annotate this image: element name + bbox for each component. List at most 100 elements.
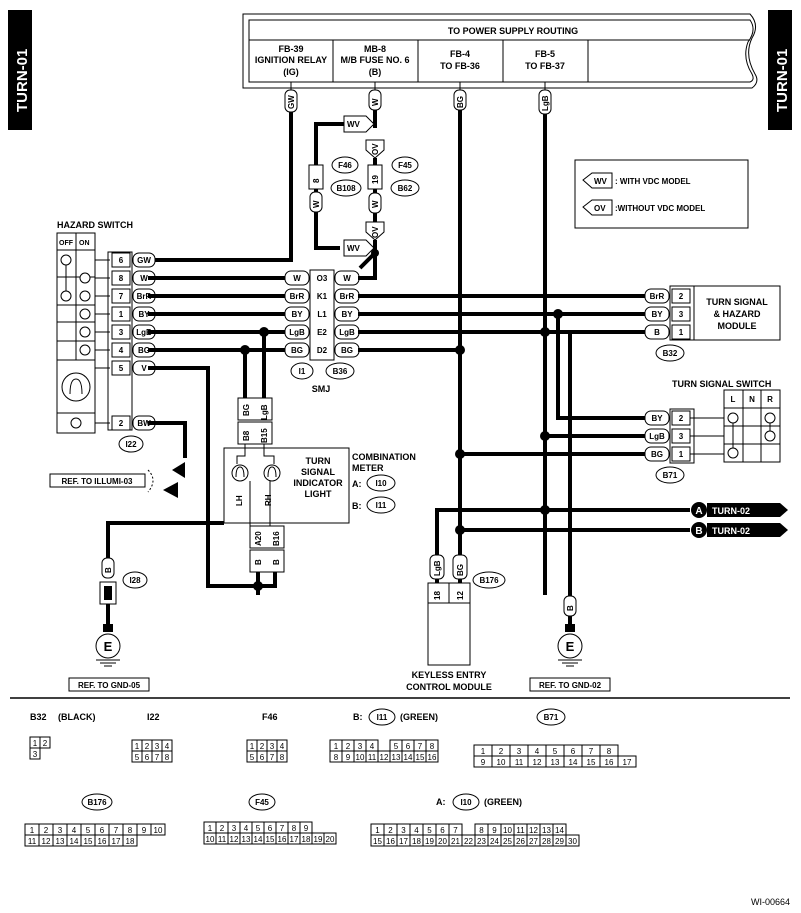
connector-cell-number: 11	[515, 758, 524, 767]
connector-cell-number: 5	[256, 824, 261, 833]
svg-text:A:: A:	[436, 797, 446, 807]
keyless-entry-module: LgB BG 18 12 B176 KEYLESS ENTRY CONTROL …	[406, 554, 506, 692]
svg-text:(IG): (IG)	[283, 67, 299, 77]
svg-text:B176: B176	[479, 576, 499, 585]
module-pin-number: 1	[679, 328, 684, 337]
svg-text:FB-4: FB-4	[450, 49, 470, 59]
connector-cell-number: 30	[568, 837, 577, 846]
svg-text:OFF: OFF	[59, 240, 74, 247]
smj-left-color: BG	[291, 346, 303, 355]
svg-text:8: 8	[312, 178, 321, 183]
connector-cell-number: 7	[589, 747, 594, 756]
connector-cell-number: 17	[399, 837, 408, 846]
switch-pin-color: BY	[651, 414, 663, 423]
svg-text:N: N	[749, 395, 755, 404]
hazard-pin-color: BG	[138, 346, 150, 355]
smj-pin: K1	[317, 292, 328, 301]
module-pin-box	[671, 288, 691, 304]
connector-cell-number: 26	[516, 837, 525, 846]
connector-cell-number: 21	[451, 837, 460, 846]
svg-text:ON: ON	[79, 240, 90, 247]
power-supply-routing-box: TO POWER SUPPLY ROUTING FB-39 IGNITION R…	[242, 13, 758, 89]
connector-cell-number: 8	[607, 747, 612, 756]
connector-views: B32 (BLACK) I22 F46 B: I11 (GREEN) B71 B…	[24, 708, 637, 847]
connector-cell-number: 11	[516, 826, 525, 835]
connector-cell-number: 1	[375, 826, 380, 835]
connector-cell-number: 1	[334, 742, 339, 751]
hazard-switch-title: HAZARD SWITCH	[57, 220, 133, 230]
connector-cell	[617, 755, 637, 768]
connector-cell-number: 6	[571, 747, 576, 756]
connector-cell-number: 29	[555, 837, 564, 846]
svg-text:B: B	[254, 559, 263, 565]
svg-text:E: E	[566, 639, 575, 654]
svg-text:W: W	[371, 98, 380, 106]
svg-text:B8: B8	[242, 430, 251, 441]
svg-text:TURN-02: TURN-02	[712, 526, 750, 536]
svg-text:W: W	[312, 200, 321, 208]
connector-cell-number: 12	[230, 835, 239, 844]
connector-cell-number: 2	[44, 826, 49, 835]
combination-meter-label: COMBINATION METER A: I10 B: I11	[352, 452, 416, 514]
svg-text:I11: I11	[377, 713, 388, 722]
ground-left: B I28 E REF. TO GND-05	[68, 521, 224, 692]
module-pin-color: B	[654, 328, 660, 337]
connector-cell-number: 3	[232, 824, 237, 833]
svg-text:FB-39: FB-39	[278, 44, 303, 54]
svg-text:I11: I11	[376, 501, 387, 510]
connector-cell-number: 7	[270, 753, 275, 762]
connector-cell-number: 4	[280, 742, 285, 751]
connector-cell-number: 14	[404, 753, 413, 762]
connector-cell-number: 2	[346, 742, 351, 751]
connector-cell-number: 16	[428, 753, 437, 762]
connector-cell-number: 9	[492, 826, 497, 835]
svg-text:B: B	[104, 567, 113, 573]
connector-cell-number: 6	[406, 742, 411, 751]
svg-text:IGNITION RELAY: IGNITION RELAY	[255, 55, 327, 65]
svg-text:F45: F45	[398, 161, 412, 170]
svg-text:B15: B15	[260, 428, 269, 443]
connector-cell-number: 17	[623, 758, 632, 767]
connector-cell-number: 2	[220, 824, 225, 833]
svg-text:BG: BG	[242, 404, 251, 416]
svg-text:TURN-01: TURN-01	[774, 49, 791, 112]
svg-text:B108: B108	[336, 184, 356, 193]
connector-cell-number: 4	[414, 826, 419, 835]
connector-cell-number: 20	[438, 837, 447, 846]
connector-cell	[565, 834, 580, 847]
connector-cell-number: 2	[43, 739, 48, 748]
svg-text:I28: I28	[129, 576, 141, 585]
connector-cell-number: 15	[266, 835, 275, 844]
smj-pin: E2	[317, 328, 327, 337]
svg-text:TO FB-36: TO FB-36	[440, 61, 480, 71]
hazard-pin-color: LgB	[136, 328, 152, 337]
connector-cell-number: 14	[254, 835, 263, 844]
connector-cell-number: 7	[155, 753, 160, 762]
svg-text:F46: F46	[262, 712, 278, 722]
connector-cell-number: 9	[304, 824, 309, 833]
connector-cell-number: 9	[142, 826, 147, 835]
svg-text:TURN SIGNAL SWITCH: TURN SIGNAL SWITCH	[672, 379, 771, 389]
connector-cell	[122, 834, 138, 847]
ground-right: B E REF. TO GND-02	[529, 595, 611, 692]
connector-cell-number: 3	[58, 826, 63, 835]
svg-text:WV: WV	[347, 120, 361, 129]
svg-text:OV: OV	[371, 143, 380, 155]
connector-cell-number: 18	[302, 835, 311, 844]
connector-cell-number: 27	[529, 837, 538, 846]
connector-cell-number: 2	[145, 742, 150, 751]
svg-text:B: B	[695, 526, 702, 537]
svg-text:(B): (B)	[369, 67, 382, 77]
connector-cell-number: 10	[356, 753, 365, 762]
connector-cell-number: 1	[135, 742, 140, 751]
svg-text:B71: B71	[544, 713, 559, 722]
svg-text:WV: WV	[347, 244, 361, 253]
hazard-pin-color: V	[141, 364, 147, 373]
connector-cell-number: 12	[533, 758, 542, 767]
connector-cell-number: 10	[154, 826, 163, 835]
connector-cell	[161, 750, 173, 763]
connector-cell-number: 14	[70, 837, 79, 846]
